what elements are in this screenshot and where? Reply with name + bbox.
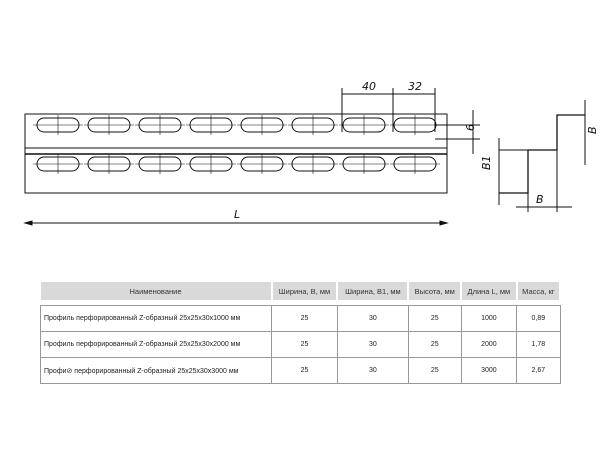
- z-section: B B1 B: [480, 100, 599, 212]
- table-cell: Профиль перфорированный Z-образный 25х25…: [40, 305, 272, 332]
- header-name: Наименование: [40, 282, 273, 300]
- dim-B-right-label: B: [586, 126, 599, 134]
- dim-L-label: L: [234, 208, 240, 221]
- header-width-b: Ширина, В, мм: [271, 282, 339, 300]
- table-cell: 3000: [460, 357, 518, 384]
- table-row: Профи⊘ перфорированный Z-образный 25х25х…: [40, 357, 561, 384]
- header-width-b1: Ширина, В1, мм: [337, 282, 410, 300]
- table-cell: 30: [336, 305, 409, 332]
- header-length: Длина L, мм: [461, 282, 518, 300]
- dim-40-label: 40: [362, 80, 376, 93]
- dim-32-label: 32: [408, 80, 422, 93]
- dimension-length: L: [23, 208, 449, 226]
- table-cell: 25: [407, 357, 462, 384]
- header-mass: Масса, кг: [516, 282, 562, 300]
- table-cell: 30: [336, 331, 409, 358]
- table-cell: 25: [407, 331, 462, 358]
- dimension-pitch: 40 32: [341, 80, 436, 132]
- dim-B-bottom-label: B: [536, 193, 544, 206]
- table-cell: 2,67: [516, 357, 561, 384]
- table-cell: 2000: [460, 331, 518, 358]
- table-cell: 25: [271, 357, 338, 384]
- table-cell: 0,89: [516, 305, 561, 332]
- table-cell: 1,78: [516, 331, 561, 358]
- table-cell: 1000: [460, 305, 518, 332]
- table-cell: 30: [336, 357, 409, 384]
- table-cell: Профиль перфорированный Z-образный 25х25…: [40, 331, 272, 358]
- specs-table: Наименование Ширина, В, мм Ширина, В1, м…: [40, 282, 562, 384]
- table-cell: 25: [271, 331, 338, 358]
- table-header: Наименование Ширина, В, мм Ширина, В1, м…: [40, 282, 562, 300]
- dim-B1-label: B1: [480, 155, 493, 170]
- profile-drawing: 40 32 9 L B B1 B: [23, 80, 599, 226]
- dimension-slot-height: 9: [435, 110, 480, 154]
- table-row: Профиль перфорированный Z-образный 25х25…: [40, 305, 561, 332]
- table-row: Профиль перфорированный Z-образный 25х25…: [40, 331, 561, 358]
- table-cell: 25: [407, 305, 462, 332]
- table-cell: Профи⊘ перфорированный Z-образный 25х25х…: [40, 357, 272, 384]
- dim-9-label: 9: [463, 124, 476, 131]
- header-height: Высота, мм: [408, 282, 463, 300]
- table-cell: 25: [271, 305, 338, 332]
